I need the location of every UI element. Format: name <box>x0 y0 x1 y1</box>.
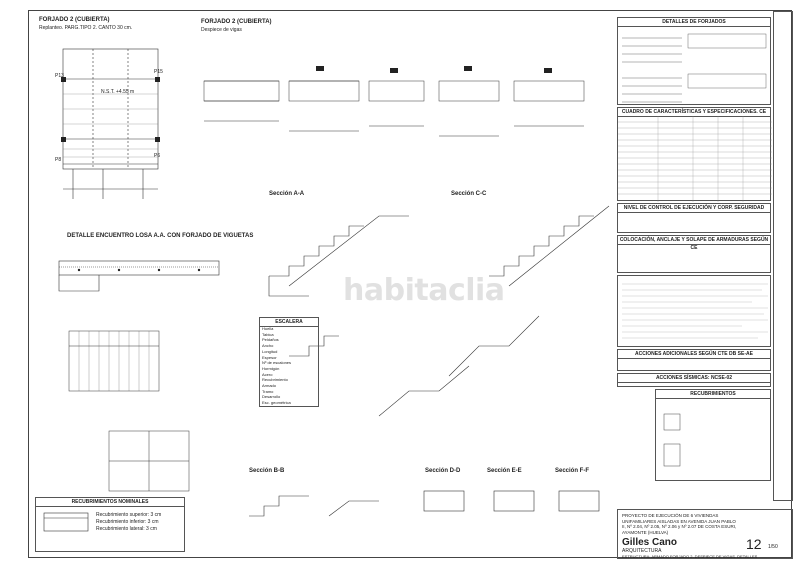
secciones-drawing <box>268 205 610 417</box>
escalera-row: Armado <box>262 383 277 388</box>
acciones-sismicas-panel: ACCIONES SÍSMICAS: NCSE-02 <box>617 373 771 387</box>
firm-subtitle: ARQUITECTURA <box>622 548 662 554</box>
escalera-plan-drawing <box>108 430 190 492</box>
recubrimiento-sketch <box>43 512 89 532</box>
recubrimientos-nominales-box: RECUBRIMIENTOS NOMINALES Recubrimiento s… <box>35 497 185 552</box>
detalles-forjados-panel: DETALLES DE FORJADOS <box>617 17 771 105</box>
escalera-row: Acero <box>262 371 273 377</box>
recubrimiento-item: Recubrimiento lateral: 3 cm <box>96 526 157 532</box>
detalles-forjados-sketch <box>622 33 767 103</box>
seccion-e-title: Sección E-E <box>487 468 522 474</box>
escalera-row: Peldaños <box>262 337 279 343</box>
control-title: NIVEL DE CONTROL DE EJECUCIÓN Y CORP. SE… <box>618 204 770 213</box>
cuadro-caracteristicas-panel: CUADRO DE CARACTERÍSTICAS Y ESPECIFICACI… <box>617 107 772 202</box>
despiece-subtitle: Despiece de vigas <box>201 27 242 33</box>
acciones-panel: ACCIONES ADICIONALES SEGÚN CTE DB SE-AE <box>617 349 771 371</box>
drawing-title: ESTRUCTURA: ARMADO FORJADO 2. DESPIECE D… <box>622 554 758 559</box>
seccion-a-title: Sección A-A <box>269 191 305 197</box>
escalera-row: Longitud <box>262 348 278 354</box>
seccion-b-title: Sección B-B <box>249 468 285 474</box>
escalera-row: Desarrollo <box>262 394 281 400</box>
escalera-title: ESCALERA <box>260 318 318 327</box>
recubrimiento-item: Recubrimiento superior: 3 cm <box>96 512 162 518</box>
recubrimientos-title: RECUBRIMIENTOS NOMINALES <box>36 498 184 507</box>
seccion-d-title: Sección D-D <box>425 468 461 474</box>
axis-label: P15 <box>154 69 163 75</box>
control-panel: NIVEL DE CONTROL DE EJECUCIÓN Y CORP. SE… <box>617 203 771 233</box>
axis-label: P13 <box>55 73 64 79</box>
acciones-sismicas-title: ACCIONES SÍSMICAS: NCSE-02 <box>618 374 770 383</box>
escalera-row: Tramo <box>262 388 274 394</box>
escalera-row: Hormigón <box>262 365 280 371</box>
escalera-row: Espesor <box>262 354 277 360</box>
forjado-plan-drawing <box>61 48 160 199</box>
plan-title: FORJADO 2 (CUBIERTA) <box>39 17 110 23</box>
despiece-drawing <box>203 66 585 137</box>
escalera-row: Nº de escalones <box>262 360 292 366</box>
side-strip <box>773 11 793 501</box>
drawing-sheet: FORJADO 2 (CUBIERTA) Replanteo. PARG.TIP… <box>28 10 793 559</box>
scale-label: 1/50 <box>768 544 778 550</box>
project-name: PROYECTO DE EJECUCIÓN DE 6 VIVIENDAS UNI… <box>622 513 737 535</box>
sheet-number: 12 <box>746 536 762 552</box>
axis-label: P6 <box>154 153 161 159</box>
escalera-row: Huella <box>262 326 274 331</box>
notas-panel <box>617 275 771 347</box>
colocacion-panel: COLOCACIÓN, ANCLAJE Y SOLAPE DE ARMADURA… <box>617 235 771 273</box>
recubrimiento-item: Recubrimiento inferior: 3 cm <box>96 519 159 525</box>
escalera-row: Tabica <box>262 331 274 337</box>
recubrimientos-sketch <box>663 413 681 467</box>
cuadro-grid <box>618 116 772 202</box>
recubrimientos-panel-title: RECUBRIMIENTOS <box>656 390 770 399</box>
seccion-c-title: Sección C-C <box>451 191 487 197</box>
plan-subtitle: Replanteo. PARG.TIPO 2. CANTO 30 cm. <box>39 25 133 31</box>
axis-label: P8 <box>55 157 62 163</box>
firm-name: Gilles Cano <box>622 537 678 548</box>
watermark: habitaclia <box>343 273 505 308</box>
armado-detail-drawing <box>68 330 160 392</box>
notas-lines <box>622 283 768 339</box>
colocacion-title: COLOCACIÓN, ANCLAJE Y SOLAPE DE ARMADURA… <box>618 237 770 251</box>
escalera-row: Esc. geométrica <box>262 400 291 406</box>
detalle-losa-drawing <box>58 260 220 292</box>
title-block: PROYECTO DE EJECUCIÓN DE 6 VIVIENDAS UNI… <box>617 509 793 559</box>
recubrimientos-panel: RECUBRIMIENTOS <box>655 389 771 481</box>
seccion-f-title: Sección F-F <box>555 468 590 474</box>
despiece-title: FORJADO 2 (CUBIERTA) <box>201 19 272 25</box>
escalera-row: Recubrimiento <box>262 377 288 383</box>
escalera-row: Ancho <box>262 343 274 349</box>
detalle-title: DETALLE ENCUENTRO LOSA A.A. CON FORJADO … <box>67 233 254 239</box>
cuadro-title: CUADRO DE CARACTERÍSTICAS Y ESPECIFICACI… <box>618 108 770 117</box>
detalles-forjados-title: DETALLES DE FORJADOS <box>618 18 770 27</box>
lower-sections-drawing <box>249 490 600 517</box>
level-label: N.S.T. +4.55 m <box>101 89 135 95</box>
acciones-title: ACCIONES ADICIONALES SEGÚN CTE DB SE-AE <box>618 350 770 359</box>
